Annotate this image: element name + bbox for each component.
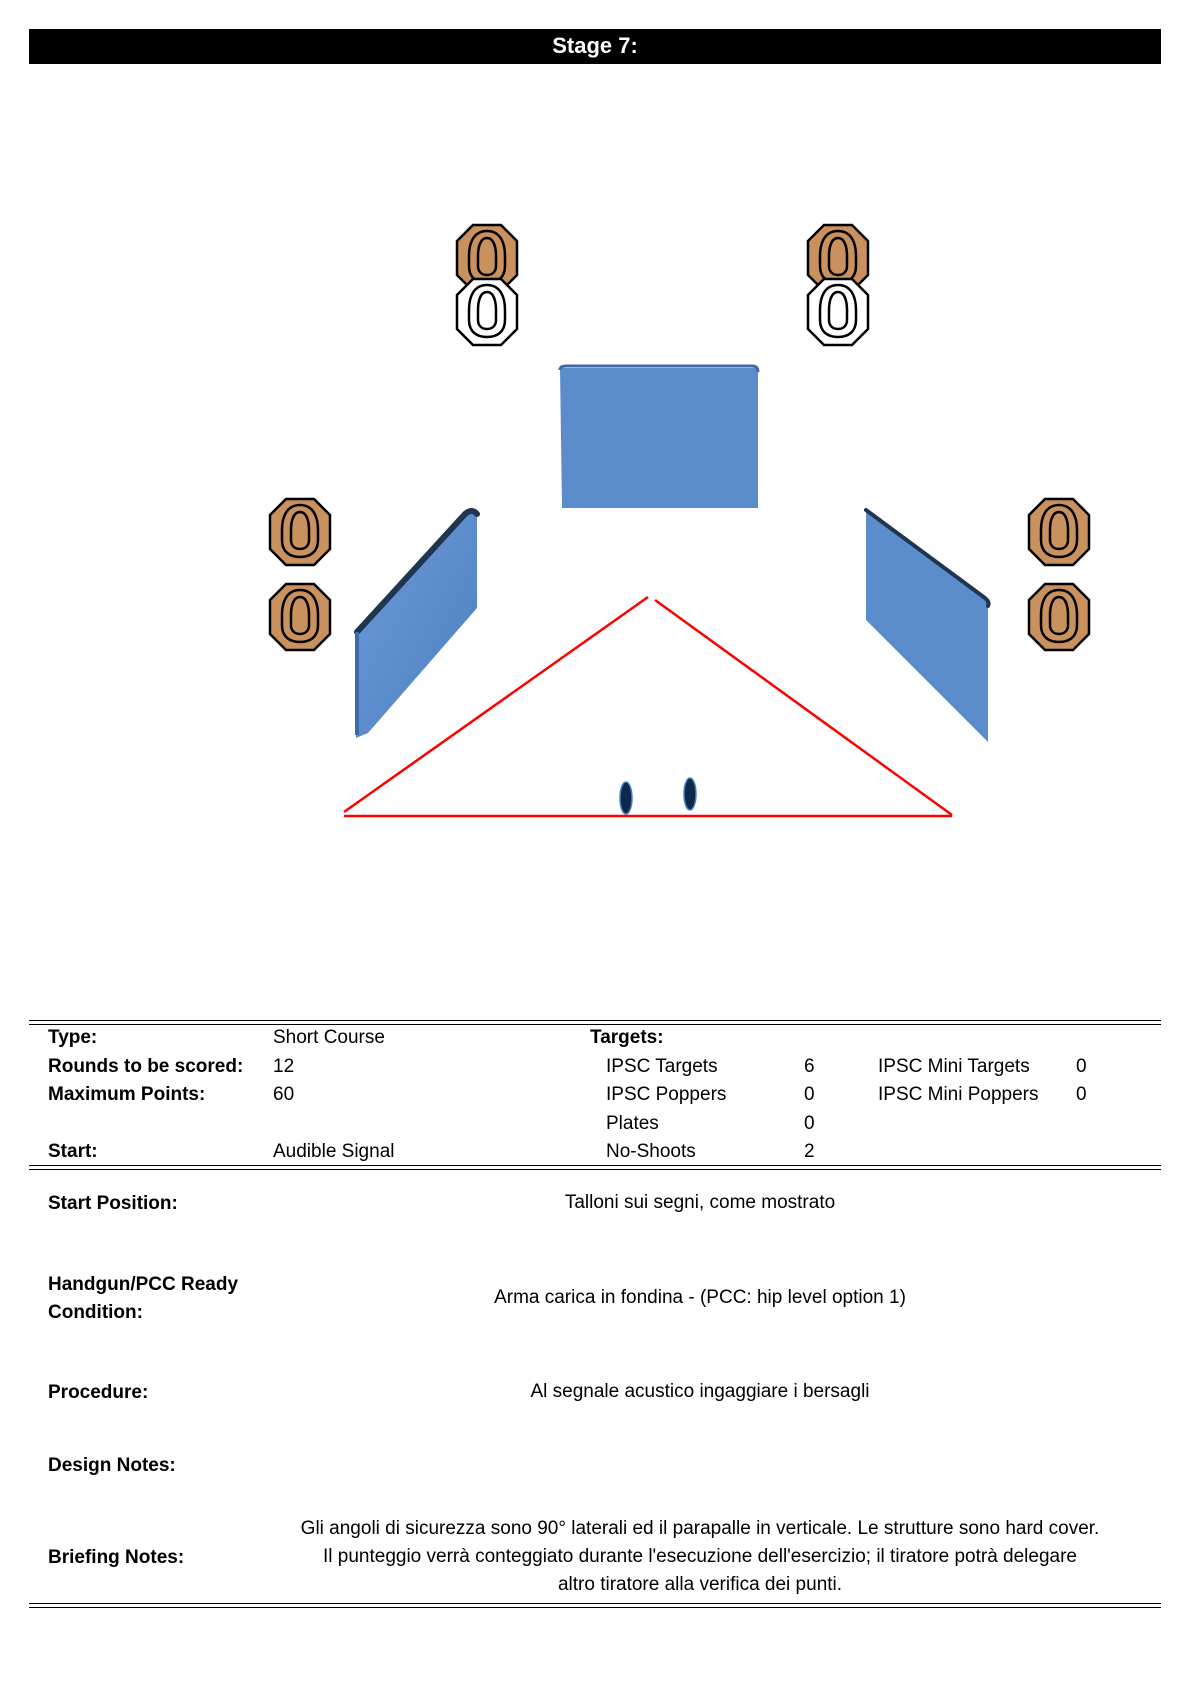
briefing-notes-text: Gli angoli di sicurezza sono 90° lateral… bbox=[260, 1515, 1140, 1599]
barrier-center bbox=[558, 364, 760, 508]
barrier-left bbox=[354, 508, 480, 738]
mini-targets-value: 0 bbox=[1076, 1056, 1087, 1077]
ready-condition-label-line2: Condition: bbox=[48, 1302, 143, 1323]
shooting-area-fault-lines bbox=[343, 595, 953, 818]
ipsc-target-left-lower bbox=[268, 582, 332, 652]
max-points-value: 60 bbox=[273, 1084, 295, 1105]
briefing-line: Il punteggio verrà conteggiato durante l… bbox=[323, 1546, 1077, 1567]
ipsc-targets-value: 6 bbox=[804, 1056, 815, 1077]
start-label: Start: bbox=[48, 1141, 98, 1162]
no-shoots-label: No-Shoots bbox=[606, 1141, 696, 1162]
start-marker-right bbox=[683, 777, 697, 811]
start-position-value: Talloni sui segni, come mostrato bbox=[564, 1192, 836, 1213]
info-top-rule-2 bbox=[29, 1024, 1161, 1025]
info-bottom-rule-2 bbox=[29, 1169, 1161, 1170]
info-top-rule bbox=[29, 1020, 1161, 1021]
no-shoot-top-left bbox=[455, 277, 519, 347]
start-position-label: Start Position: bbox=[48, 1193, 178, 1214]
ipsc-target-left-upper bbox=[268, 497, 332, 567]
start-marker-left bbox=[619, 781, 633, 815]
type-value: Short Course bbox=[273, 1027, 385, 1048]
rounds-label: Rounds to be scored: bbox=[48, 1056, 244, 1077]
barrier-right bbox=[864, 508, 991, 742]
stage-title-bar: Stage 7: bbox=[29, 29, 1161, 63]
briefing-notes-label: Briefing Notes: bbox=[48, 1547, 185, 1568]
mini-poppers-label: IPSC Mini Poppers bbox=[878, 1084, 1039, 1105]
procedure-label: Procedure: bbox=[48, 1382, 149, 1403]
targets-label: Targets: bbox=[590, 1027, 664, 1048]
ipsc-target-right-lower bbox=[1027, 582, 1091, 652]
start-value: Audible Signal bbox=[273, 1141, 395, 1162]
page-bottom-rule-2 bbox=[29, 1607, 1161, 1608]
ready-condition-label-line1: Handgun/PCC Ready bbox=[48, 1274, 239, 1295]
no-shoots-value: 2 bbox=[804, 1141, 815, 1162]
ipsc-poppers-label: IPSC Poppers bbox=[606, 1084, 727, 1105]
rounds-value: 12 bbox=[273, 1056, 295, 1077]
stage-title: Stage 7: bbox=[552, 33, 638, 58]
procedure-value: Al segnale acustico ingaggiare i bersagl… bbox=[530, 1381, 870, 1402]
title-underline bbox=[29, 63, 1161, 64]
ipsc-target-right-upper bbox=[1027, 497, 1091, 567]
mini-poppers-value: 0 bbox=[1076, 1084, 1087, 1105]
ipsc-poppers-value: 0 bbox=[804, 1084, 815, 1105]
page-bottom-rule bbox=[29, 1603, 1161, 1604]
plates-value: 0 bbox=[804, 1113, 815, 1134]
briefing-line: altro tiratore alla verifica dei punti. bbox=[557, 1574, 843, 1595]
ipsc-targets-label: IPSC Targets bbox=[606, 1056, 718, 1077]
ready-condition-value: Arma carica in fondina - (PCC: hip level… bbox=[494, 1287, 906, 1308]
stage-diagram bbox=[268, 223, 1091, 818]
info-bottom-rule bbox=[29, 1165, 1161, 1166]
no-shoot-top-right bbox=[806, 277, 870, 347]
briefing-line: Gli angoli di sicurezza sono 90° lateral… bbox=[300, 1518, 1100, 1539]
plates-label: Plates bbox=[606, 1113, 659, 1134]
max-points-label: Maximum Points: bbox=[48, 1084, 206, 1105]
design-notes-label: Design Notes: bbox=[48, 1455, 176, 1476]
mini-targets-label: IPSC Mini Targets bbox=[878, 1056, 1030, 1077]
type-label: Type: bbox=[48, 1027, 98, 1048]
